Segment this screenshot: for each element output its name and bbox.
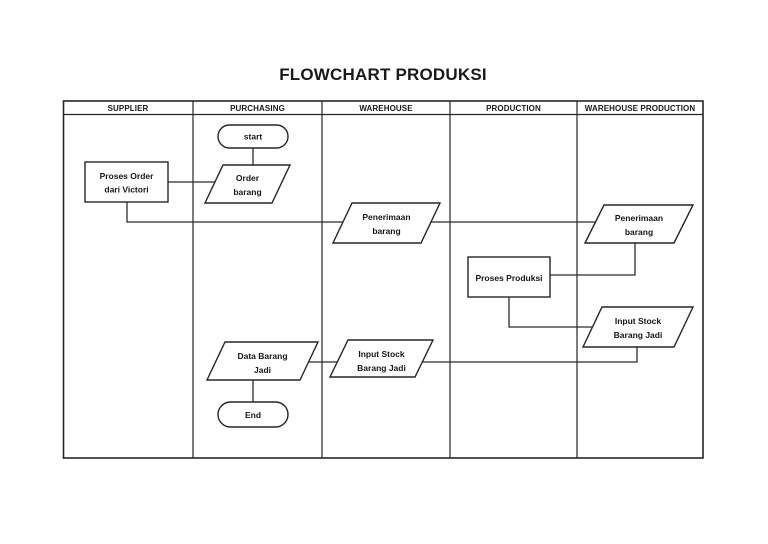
node-proses-produksi: Proses Produksi <box>467 256 551 298</box>
connector-proses-produksi-to-input-stock-whprod <box>508 297 593 328</box>
node-data-barang-jadi: Data Barang Jadi <box>205 341 320 381</box>
node-penerimaan-warehouse-label-line2: barang <box>372 226 400 236</box>
node-penerimaan-warehouse: Penerimaan barang <box>331 202 442 244</box>
node-end-label: End <box>245 410 261 420</box>
parallelogram-shape <box>203 164 292 204</box>
parallelogram-shape <box>581 306 695 348</box>
node-input-stock-warehouse: Input Stock Barang Jadi <box>328 339 435 378</box>
lane-header-production: PRODUCTION <box>486 104 541 113</box>
parallelogram-shape <box>583 204 695 244</box>
lane-header-supplier: SUPPLIER <box>108 104 149 113</box>
node-input-stock-whprod-label-line1: Input Stock <box>615 316 662 326</box>
terminator-shape <box>217 401 289 428</box>
lane-header-warehouse: WAREHOUSE <box>359 104 413 113</box>
node-input-stock-warehouse-label-line1: Input Stock <box>358 349 405 359</box>
terminator-shape <box>217 124 289 149</box>
node-input-stock-whprod-label-line2: Barang Jadi <box>614 330 663 340</box>
node-proses-produksi-label: Proses Produksi <box>475 273 542 283</box>
node-proses-order-label-line2: dari Victori <box>104 185 148 195</box>
node-start: start <box>217 124 289 149</box>
connector-input-stock-whprod-to-input-stock-warehouse <box>422 347 638 363</box>
node-start-label: start <box>244 132 263 142</box>
parallelogram-shape <box>328 339 435 378</box>
node-penerimaan-whprod-label-line1: Penerimaan <box>615 213 663 223</box>
connector-proses-order-to-penerimaan-warehouse <box>126 202 343 223</box>
node-input-stock-whprod: Input Stock Barang Jadi <box>581 306 695 348</box>
node-input-stock-warehouse-label-line2: Barang Jadi <box>357 363 406 373</box>
connector-penerimaan-whprod-to-proses-produksi <box>550 243 636 276</box>
node-order-barang: Order barang <box>203 164 292 204</box>
connectors <box>126 148 638 402</box>
parallelogram-shape <box>205 341 320 381</box>
node-data-barang-jadi-label-line1: Data Barang <box>237 351 287 361</box>
swimlane-outer-frame <box>62 100 704 459</box>
lane-header-warehouse-production: WAREHOUSE PRODUCTION <box>585 104 696 113</box>
node-data-barang-jadi-label-line2: Jadi <box>254 365 271 375</box>
node-end: End <box>217 401 289 428</box>
swimlane-grid: SUPPLIER PURCHASING WAREHOUSE PRODUCTION… <box>62 100 704 459</box>
process-shape <box>84 161 169 203</box>
node-penerimaan-whprod: Penerimaan barang <box>583 204 695 244</box>
node-penerimaan-warehouse-label-line1: Penerimaan <box>362 212 410 222</box>
parallelogram-shape <box>331 202 442 244</box>
process-shape <box>467 256 551 298</box>
node-order-barang-label-line2: barang <box>233 187 261 197</box>
node-proses-order-label-line1: Proses Order <box>100 171 155 181</box>
node-proses-order: Proses Order dari Victori <box>84 161 169 203</box>
diagram-title: FLOWCHART PRODUKSI <box>279 65 487 84</box>
node-penerimaan-whprod-label-line2: barang <box>625 227 653 237</box>
node-order-barang-label-line1: Order <box>236 173 260 183</box>
lane-header-purchasing: PURCHASING <box>230 104 285 113</box>
